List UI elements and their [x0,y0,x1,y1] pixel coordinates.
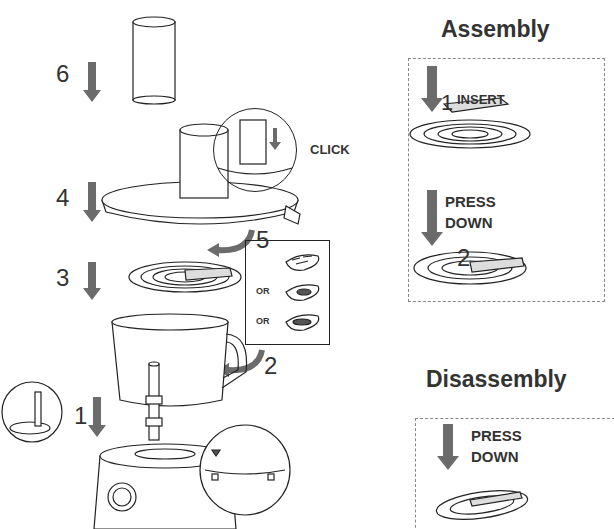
click-note: CLICK [310,143,350,157]
dashed-panel: DisassemblyPRESS DOWN [415,418,614,529]
or-text: OR [256,287,270,297]
callout-number: 2 [264,352,277,380]
instruction-text: PRESS DOWN [445,191,505,233]
dashed-panel: Assembly1INSERTPRESS DOWN2 [408,58,605,302]
step-arrows [20,62,459,470]
callout-number: 5 [256,226,269,254]
callout-number: 6 [56,60,69,88]
step-number: 1 [441,91,453,115]
food-processor-parts [2,17,530,529]
callout-number: 4 [56,184,69,212]
instruction-text: PRESS DOWN [471,425,531,467]
or-text: OR [256,317,270,327]
option-box: OR OR [245,240,330,345]
panel-heading: Assembly [441,17,550,42]
callout-number: 3 [56,264,69,292]
instruction-text: INSERT [457,93,505,107]
callout-number: 1 [74,402,87,430]
step-number: 2 [457,245,470,271]
panel-heading: Disassembly [426,367,567,392]
detail-circle: CLICK [213,108,297,192]
